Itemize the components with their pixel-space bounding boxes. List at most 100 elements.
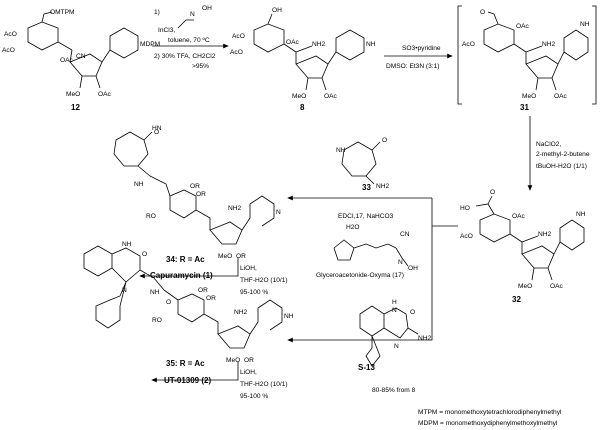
s13-sub: N bbox=[394, 343, 399, 350]
c34-sub: OR bbox=[190, 183, 200, 190]
c31-sub: AcO bbox=[462, 41, 475, 48]
oxyma-oxime bbox=[395, 247, 409, 267]
oxyma-n: N bbox=[398, 259, 403, 266]
compound-34: HN O OR OR RO NH NH2 N MeO OR 34: R = Ac bbox=[113, 125, 281, 264]
c33-sub: NH2 bbox=[376, 183, 390, 190]
ut-01309-label: UT-01309 (2) bbox=[164, 376, 211, 385]
oxyma-acetonide-ring bbox=[333, 239, 355, 261]
compound-s13: H N O NH2 N S-13 80-85% from 8 bbox=[358, 299, 432, 394]
compound-8: OH AcO AcO OAc NH2 NH MeO OAc 8 bbox=[230, 7, 376, 112]
step-4-arrow-lower bbox=[287, 198, 433, 343]
step-2-reagent: SO3•pyridine bbox=[402, 45, 441, 52]
compound-31-label: 31 bbox=[520, 103, 529, 112]
step-1: 1) N OH InCl3, toluene, 70 ºC 2) 30% TFA… bbox=[152, 5, 229, 70]
step-1-conditions: toluene, 70 ºC bbox=[168, 37, 210, 44]
step-4-solvent: H2O bbox=[346, 224, 360, 231]
c35-sub: NH bbox=[122, 241, 132, 248]
step-6-arrow bbox=[151, 362, 239, 383]
step-4 bbox=[287, 195, 458, 343]
c8-sub: MeO bbox=[292, 93, 306, 100]
step-1-number: 1) bbox=[154, 9, 160, 16]
step-5-line-1: LiOH, bbox=[240, 265, 257, 272]
c8-sub: AcO bbox=[230, 49, 243, 56]
c8-sub: OH bbox=[272, 7, 282, 14]
compound-34-label: 34: R = Ac bbox=[166, 255, 205, 264]
s13-sub: H bbox=[392, 299, 397, 306]
compound-s13-label: S-13 bbox=[358, 363, 375, 372]
c35-sub: NH2 bbox=[234, 309, 248, 316]
step-5-line-3: 95-100 % bbox=[240, 289, 268, 296]
c32-sub: NH2 bbox=[538, 231, 552, 238]
c34-sub: NH bbox=[134, 181, 144, 188]
c12-sub: MDPM bbox=[140, 41, 160, 48]
c32-sub: OAc bbox=[550, 283, 564, 290]
footnote-mtpm: MTPM = monomethoxytetrachlorodiphenylmet… bbox=[418, 409, 562, 416]
c35-sub: OR bbox=[206, 295, 216, 302]
oxyma-name: Glyceroacetonide-Oxyma (17) bbox=[316, 272, 404, 279]
c12-sub: OAc bbox=[98, 91, 112, 98]
c35-sub: RO bbox=[152, 317, 162, 324]
c34-sub: MeO bbox=[218, 253, 232, 260]
compound-35: NH O N NH O OR OR RO NH2 NH MeO OR 35: R… bbox=[83, 241, 294, 368]
step-3-line-3: tBuOH-H2O (1/1) bbox=[536, 163, 587, 170]
s13-sub: NH2 bbox=[418, 335, 432, 342]
step-5: LiOH, THF-H2O (10/1) 95-100 % Capuramyci… bbox=[139, 258, 288, 296]
c12-sub: AcO bbox=[2, 47, 15, 54]
step-1-tfa: 2) 30% TFA, CH2Cl2 bbox=[154, 53, 216, 60]
c8-sub: OAc bbox=[324, 93, 338, 100]
compound-32: HO O OAc AcO NH2 NH MeO OAc 32 bbox=[460, 189, 586, 304]
c34-sub: N bbox=[276, 209, 281, 216]
c12-sub: MeO bbox=[66, 91, 80, 98]
capuramycin-label: Capuramycin (1) bbox=[150, 271, 213, 280]
step-2: SO3•pyridine DMSO: Et3N (3:1) bbox=[384, 45, 453, 70]
c32-sub: O bbox=[490, 189, 495, 196]
step-1-reagent-incl3: InCl3, bbox=[158, 27, 175, 34]
c32-sub: MeO bbox=[518, 283, 532, 290]
c33-sub: O bbox=[382, 137, 387, 144]
c34-sub: RO bbox=[146, 213, 156, 220]
step-4-reagents: EDCI,17, NaHCO3 bbox=[338, 213, 394, 220]
c31-sub: MeO bbox=[522, 93, 536, 100]
oxyma-cn: CN bbox=[400, 231, 410, 238]
c8-sub: NH2 bbox=[312, 41, 326, 48]
step-6-line-1: LiOH, bbox=[240, 369, 257, 376]
step-6: LiOH, THF-H2O (10/1) 95-100 % UT-01309 (… bbox=[151, 362, 288, 400]
oxyma-chain bbox=[353, 243, 397, 249]
footnotes: MTPM = monomethoxytetrachlorodiphenylmet… bbox=[418, 409, 562, 427]
step-2-conditions: DMSO: Et3N (3:1) bbox=[386, 63, 440, 70]
step-3-line-2: 2-methyl-2-butene bbox=[536, 151, 590, 158]
c12-sub: AcO bbox=[4, 31, 17, 38]
s13-sub: O bbox=[410, 309, 415, 316]
step-5-arrow bbox=[139, 258, 239, 279]
step-1-reagent-n: N bbox=[190, 11, 195, 18]
c31-sub: NH2 bbox=[542, 41, 556, 48]
c35-sub: O bbox=[142, 251, 147, 258]
compound-12: OMTPM AcO AcO OAc CN MDPM MeO OAc 12 bbox=[2, 9, 160, 112]
c35-sub: OR bbox=[244, 357, 254, 364]
c32-sub: NH bbox=[576, 211, 586, 218]
compound-31: O OAc AcO NH2 NH MeO OAc 31 bbox=[457, 5, 597, 112]
step-4-yield: 80-85% from 8 bbox=[372, 387, 416, 394]
c34-sub: OR bbox=[236, 253, 246, 260]
c33-sub: NH bbox=[336, 147, 346, 154]
c32-sub: AcO bbox=[460, 233, 473, 240]
compound-35-label: 35: R = Ac bbox=[166, 359, 205, 368]
c8-sub: NH bbox=[366, 41, 376, 48]
c34-sub: NH2 bbox=[228, 205, 242, 212]
c31-sub: OAc bbox=[554, 93, 568, 100]
c35-sub: NH bbox=[150, 289, 160, 296]
compound-33-label: 33 bbox=[362, 183, 371, 192]
c32-sub: OAc bbox=[512, 213, 526, 220]
coupling-conditions: EDCI,17, NaHCO3 H2O CN N OH Glyceroaceto… bbox=[316, 213, 418, 279]
compound-8-label: 8 bbox=[300, 103, 305, 112]
step-3-line-1: NaClO2, bbox=[536, 141, 561, 148]
c31-sub: OAc bbox=[516, 23, 530, 30]
footnote-mdpm: MDPM = monomethoxydiphenylmethoxylmethyl bbox=[418, 420, 558, 427]
c35-sub: NH bbox=[284, 313, 294, 320]
step-3: NaClO2, 2-methyl-2-butene tBuOH-H2O (1/1… bbox=[527, 116, 590, 191]
step-5-line-2: THF-H2O (10/1) bbox=[240, 277, 288, 284]
c12-sub: OAc bbox=[60, 57, 74, 64]
bracket-right bbox=[592, 5, 597, 105]
c35-sub: O bbox=[166, 299, 171, 306]
compound-12-label: 12 bbox=[71, 103, 80, 112]
